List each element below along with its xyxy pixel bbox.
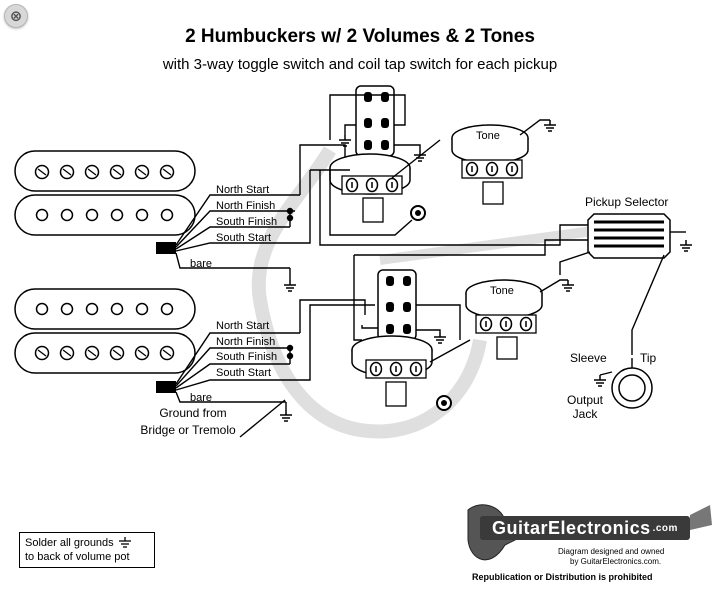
wire-label-bare-bottom: bare bbox=[190, 392, 213, 404]
logo-copyright: Republication or Distribution is prohibi… bbox=[472, 572, 653, 582]
guitarelectronics-logo: GuitarElectronics.com Diagram designed a… bbox=[458, 494, 708, 590]
volume-pot-top bbox=[329, 153, 411, 223]
tone-pot-bottom bbox=[465, 279, 543, 360]
note-line-2: to back of volume pot bbox=[25, 551, 130, 563]
tone-label-top: Tone bbox=[476, 130, 500, 142]
wire-label-south-finish-bottom: South Finish bbox=[216, 351, 278, 363]
humbucker-top bbox=[14, 150, 196, 254]
wire-label-south-start-top: South Start bbox=[216, 232, 272, 244]
wires-top-pickup bbox=[175, 144, 346, 280]
logo-name-text: GuitarElectronics bbox=[492, 517, 651, 538]
logo-name: GuitarElectronics.com bbox=[480, 516, 690, 540]
coil-tap-switch-bottom bbox=[377, 269, 417, 341]
output-label: Output bbox=[566, 393, 604, 407]
wire-label-north-start-top: North Start bbox=[216, 184, 270, 196]
tip-label: Tip bbox=[640, 351, 657, 365]
wire-label-south-start-bottom: South Start bbox=[216, 367, 272, 379]
jack-label: Jack bbox=[572, 407, 598, 421]
pickup-selector-label: Pickup Selector bbox=[585, 195, 669, 209]
tone-label-bottom: Tone bbox=[490, 285, 514, 297]
logo-credit-line-1: Diagram designed and owned bbox=[558, 547, 665, 556]
diagram-title: 2 Humbuckers w/ 2 Volumes & 2 Tones bbox=[185, 26, 535, 47]
bridge-tremolo-label: Bridge or Tremolo bbox=[140, 423, 236, 437]
coil-tap-switch-top bbox=[355, 85, 395, 157]
wire-label-north-start-bottom: North Start bbox=[216, 320, 270, 332]
close-icon: ⊗ bbox=[9, 6, 23, 25]
wire-label-bare-top: bare bbox=[190, 258, 213, 270]
sleeve-label: Sleeve bbox=[570, 351, 607, 365]
humbucker-bottom bbox=[14, 288, 196, 393]
wire-label-north-finish-top: North Finish bbox=[216, 200, 276, 212]
close-button[interactable]: ⊗ bbox=[4, 4, 28, 28]
diagram-subtitle: with 3-way toggle switch and coil tap sw… bbox=[162, 56, 558, 73]
wire-label-north-finish-bottom: North Finish bbox=[216, 336, 276, 348]
wire-label-south-finish-top: South Finish bbox=[216, 216, 278, 228]
pickup-selector-switch bbox=[587, 213, 686, 259]
logo-credit-line-2: by GuitarElectronics.com. bbox=[570, 557, 662, 566]
tone-pot-top bbox=[451, 124, 529, 205]
wires-bottom-pickup bbox=[175, 299, 375, 438]
ground-icon bbox=[118, 537, 131, 548]
note-line-1: Solder all grounds bbox=[25, 537, 114, 549]
output-jack bbox=[599, 358, 653, 409]
ground-note-box: Solder all grounds to back of volume pot bbox=[19, 532, 155, 568]
logo-suffix: .com bbox=[652, 522, 678, 534]
ground-from-label: Ground from bbox=[159, 406, 227, 420]
volume-pot-bottom bbox=[351, 335, 433, 407]
